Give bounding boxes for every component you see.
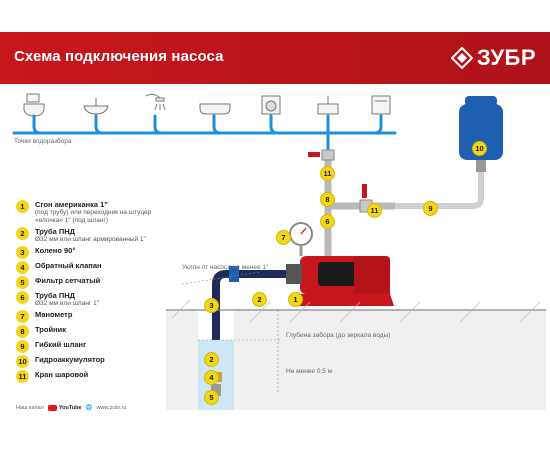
- legend-item: 9 Гибкий шланг: [16, 340, 166, 353]
- washing-machine-icon: [261, 95, 281, 115]
- legend-item: 4 Обратный клапан: [16, 261, 166, 274]
- page-title: Схема подключения насоса: [14, 48, 224, 65]
- kitchen-sink-icon: [317, 96, 339, 115]
- points-label: Точки водоразбора: [14, 138, 72, 145]
- toilet-icon: [23, 93, 45, 117]
- badge-7: 7: [276, 230, 291, 245]
- legend-item: 3 Колено 90°: [16, 246, 166, 259]
- legend-note: (под трубу) или переходник на штуцер «ел…: [35, 209, 152, 224]
- dishwasher-icon: [371, 95, 391, 115]
- min-depth-note: Не менее 0,5 м: [286, 368, 333, 375]
- legend-number: 8: [16, 325, 29, 338]
- legend-item: 11 Кран шаровой: [16, 370, 166, 383]
- header-bar: Схема подключения насоса ЗУБР: [0, 32, 550, 84]
- badge-3: 3: [204, 298, 219, 313]
- pressure-gauge-icon: [289, 222, 313, 256]
- flexible-hose: [395, 172, 484, 209]
- legend-number: 9: [16, 340, 29, 353]
- badge-2-lower: 2: [204, 352, 219, 367]
- union-fitting: [229, 266, 239, 282]
- legend-item: 10 Гидроаккумулятор: [16, 355, 166, 368]
- badge-5: 5: [204, 390, 219, 405]
- badge-6: 6: [320, 214, 335, 229]
- footer: Наш канал YouTube 🌐 www.zubr.ru: [16, 405, 126, 411]
- shower-icon: [145, 93, 166, 111]
- legend-note: Ø32 мм или шланг 1": [35, 300, 100, 307]
- legend-title: Гидроаккумулятор: [35, 355, 105, 364]
- site-link[interactable]: www.zubr.ru: [96, 405, 127, 411]
- badge-11-upper: 11: [320, 166, 335, 181]
- legend-title: Тройник: [35, 325, 66, 334]
- ground: [166, 299, 546, 410]
- legend-item: 8 Тройник: [16, 325, 166, 338]
- globe-icon: 🌐: [85, 405, 93, 411]
- badge-1: 1: [288, 292, 303, 307]
- badge-2-upper: 2: [252, 292, 267, 307]
- slope-note: Уклон от насоса не менее 1°: [182, 264, 269, 271]
- pressure-tank: [459, 96, 503, 172]
- legend-note: Ø32 мм или шланг армированный 1": [35, 236, 146, 243]
- legend-number: 5: [16, 276, 29, 289]
- fence-depth-note: Глубина забора (до зеркала воды): [286, 332, 391, 339]
- ball-valve-upper-icon: [308, 149, 335, 161]
- legend-number: 11: [16, 370, 29, 383]
- legend-item: 5 Фильтр сетчатый: [16, 276, 166, 289]
- legend-title: Труба ПНД: [35, 291, 75, 300]
- legend: 1 Сгон американка 1"(под трубу) или пере…: [16, 200, 166, 385]
- legend-title: Фильтр сетчатый: [35, 276, 101, 285]
- pump: [286, 256, 394, 306]
- legend-title: Обратный клапан: [35, 261, 102, 270]
- logo-emblem-icon: [450, 47, 473, 69]
- legend-item: 1 Сгон американка 1"(под трубу) или пере…: [16, 200, 166, 225]
- badge-4: 4: [204, 370, 219, 385]
- badge-9: 9: [423, 201, 438, 216]
- connection-diagram: [12, 93, 546, 410]
- legend-title: Гибкий шланг: [35, 340, 87, 349]
- legend-number: 6: [16, 291, 29, 304]
- badge-8: 8: [320, 192, 335, 207]
- youtube-label: YouTube: [58, 405, 82, 411]
- footer-prefix: Наш канал: [16, 405, 44, 411]
- legend-number: 10: [16, 355, 29, 368]
- legend-number: 1: [16, 200, 29, 213]
- legend-number: 2: [16, 227, 29, 240]
- badge-11-lower: 11: [367, 203, 382, 218]
- sink-icon: [83, 98, 109, 115]
- dimension-lines: [181, 271, 280, 392]
- legend-number: 7: [16, 310, 29, 323]
- legend-number: 4: [16, 261, 29, 274]
- bathtub-icon: [199, 103, 231, 115]
- brand-logo: ЗУБР: [450, 43, 536, 73]
- legend-number: 3: [16, 246, 29, 259]
- legend-title: Кран шаровой: [35, 370, 89, 379]
- youtube-icon: [47, 405, 57, 411]
- badge-10: 10: [472, 141, 487, 156]
- legend-title: Труба ПНД: [35, 227, 75, 236]
- legend-item: 7 Манометр: [16, 310, 166, 323]
- logo-text: ЗУБР: [476, 45, 536, 70]
- suction-pipe: [212, 270, 286, 392]
- legend-title: Манометр: [35, 310, 73, 319]
- youtube-link[interactable]: YouTube: [47, 405, 82, 411]
- legend-title: Сгон американка 1": [35, 200, 108, 209]
- legend-title: Колено 90°: [35, 246, 76, 255]
